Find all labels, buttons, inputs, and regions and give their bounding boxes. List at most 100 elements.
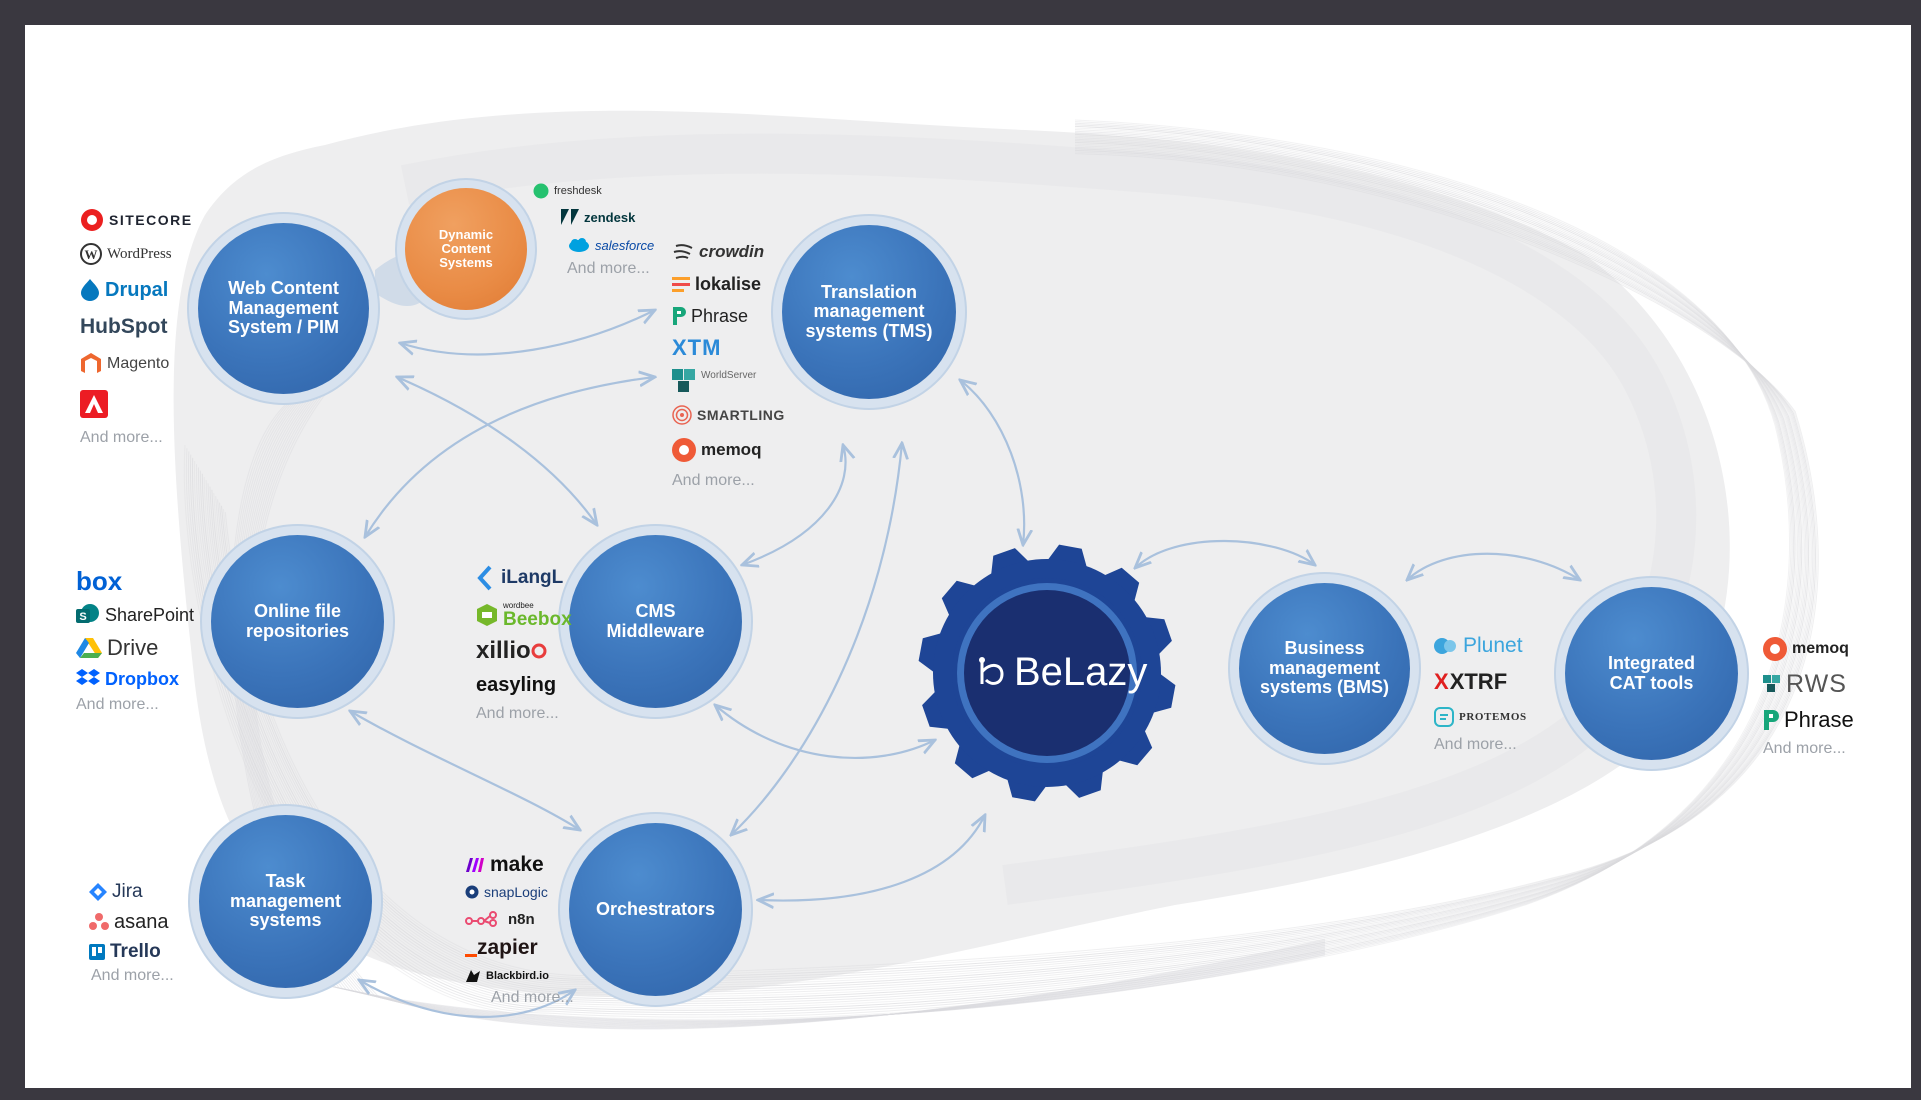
node-label: Translation management systems (TMS) [805, 281, 933, 341]
more-link-orch[interactable]: And more... [491, 989, 574, 1006]
ilangl-icon [477, 565, 492, 591]
salesforce-icon [569, 238, 589, 252]
logo-phrase: Phrase [672, 300, 785, 332]
logos-dcs: freshdesk zendesk salesforce And more... [533, 180, 654, 278]
logo-drive: Drive [76, 632, 194, 664]
rws-icon [1763, 675, 1780, 692]
logo-asana: asana [89, 907, 174, 937]
phrase-icon [673, 307, 686, 325]
swoosh-line [207, 138, 1807, 993]
swoosh-line [222, 151, 1818, 978]
make-icon [466, 858, 484, 872]
freshdesk-icon [533, 183, 549, 199]
more-link-wcms[interactable]: And more... [80, 429, 163, 446]
worldserver-icon [672, 369, 695, 392]
logo-wordpress: W WordPress [80, 237, 193, 271]
logo-easyling: easyling [476, 673, 557, 696]
asana-icon [89, 913, 109, 930]
logo-snaplogic: snapLogic [465, 879, 574, 905]
swoosh-line [211, 141, 1810, 989]
belazy-logo-icon [974, 654, 1010, 690]
swoosh-line [224, 153, 1819, 977]
connection-arrows [350, 310, 1580, 1018]
more-link-bms[interactable]: And more... [1434, 736, 1517, 753]
node-label: Integrated CAT tools [1607, 653, 1695, 693]
arrow-ofr-orch [350, 711, 580, 830]
logo-ilangl: iLangL [476, 559, 572, 597]
arrow-orch-hub [758, 815, 985, 901]
swoosh-line [213, 143, 1811, 987]
svg-text:W: W [85, 247, 98, 262]
node-translation-management[interactable]: Translation management systems (TMS) [782, 225, 956, 399]
logos-tms: crowdin lokalise Phrase XTM WorldServer … [672, 236, 785, 490]
logo-magento: Magento [80, 345, 193, 383]
logo-xtm: XTM [672, 335, 722, 360]
snaplogic-icon [465, 885, 479, 899]
protemos-icon [1434, 707, 1454, 727]
arrow-bms-cat [1407, 552, 1580, 580]
node-web-content-management[interactable]: Web Content Management System / PIM [198, 223, 369, 394]
xillio-dots-icon [531, 643, 547, 659]
node-label: Business management systems (BMS) [1259, 638, 1390, 698]
swoosh-line [219, 148, 1815, 982]
logo-worldserver: WorldServer [672, 364, 785, 398]
more-link-dcs[interactable]: And more... [567, 260, 650, 277]
node-business-management[interactable]: Business management systems (BMS) [1239, 583, 1410, 754]
node-task-management[interactable]: Task management systems [199, 815, 372, 988]
logos-cat: memoq RWS Phrase And more... [1763, 632, 1854, 758]
google-drive-icon [76, 638, 102, 658]
logos-task: Jira asana Trello And more... [89, 877, 174, 985]
logo-zapier: zapier [465, 933, 574, 963]
logo-adobe [80, 383, 193, 425]
trello-icon [89, 944, 105, 960]
logo-salesforce: salesforce [568, 232, 654, 258]
logo-phrase-cat: Phrase [1763, 702, 1854, 738]
more-link-tms[interactable]: And more... [672, 472, 755, 489]
gear-icon [918, 544, 1176, 802]
logos-orch: make snapLogic n8n zapier Blackbird.io A… [465, 851, 574, 1007]
node-label: Dynamic Content Systems [438, 226, 494, 271]
more-link-cmsmw[interactable]: And more... [476, 705, 559, 722]
n8n-icon [465, 911, 497, 927]
crowdin-icon [673, 244, 693, 259]
logo-hubspot: HubSpot [80, 315, 168, 338]
logo-trello: Trello [89, 937, 174, 967]
sitecore-icon [81, 209, 103, 231]
dropbox-icon [76, 669, 100, 685]
node-orchestrators[interactable]: Orchestrators [569, 823, 742, 996]
memoq-icon [672, 438, 696, 462]
xtrf-x-icon: X [1434, 669, 1449, 694]
logo-dropbox: Dropbox [76, 664, 194, 694]
belazy-hub[interactable]: BeLazy [916, 542, 1178, 804]
node-label: CMS Middleware [606, 601, 705, 641]
node-dynamic-content-systems[interactable]: Dynamic Content Systems [405, 188, 527, 310]
logo-make: make [465, 851, 574, 879]
lokalise-icon [672, 277, 690, 292]
background-layer [173, 110, 1819, 1030]
node-label: Web Content Management System / PIM [227, 278, 340, 338]
logo-xillio: xillio [476, 633, 572, 669]
logo-sharepoint: S SharePoint [76, 598, 194, 632]
logos-ofr: box S SharePoint Drive Dropbox And more.… [76, 564, 194, 714]
arrow-orch-tms [731, 443, 902, 835]
arrow-cmsmw-hub [715, 705, 935, 760]
jira-icon [89, 883, 107, 901]
beebox-icon [477, 604, 497, 626]
node-label: Online file repositories [245, 601, 350, 641]
logo-lokalise: lokalise [672, 268, 785, 300]
sharepoint-icon: S [76, 604, 99, 623]
zendesk-icon [561, 209, 579, 225]
node-online-file-repositories[interactable]: Online file repositories [211, 535, 384, 708]
swoosh-line [209, 140, 1808, 991]
more-link-cat[interactable]: And more... [1763, 740, 1846, 757]
node-cms-middleware[interactable]: CMS Middleware [569, 535, 742, 708]
swoosh-line [217, 146, 1814, 984]
magento-icon [81, 353, 101, 373]
logo-jira: Jira [89, 877, 174, 907]
node-label: Orchestrators [595, 898, 716, 919]
swoosh-line [205, 137, 1805, 996]
more-link-ofr[interactable]: And more... [76, 696, 159, 713]
more-link-task[interactable]: And more... [91, 967, 174, 984]
node-integrated-cat-tools[interactable]: Integrated CAT tools [1565, 587, 1738, 760]
integration-diagram: Web Content Management System / PIM Dyna… [25, 25, 1911, 1088]
